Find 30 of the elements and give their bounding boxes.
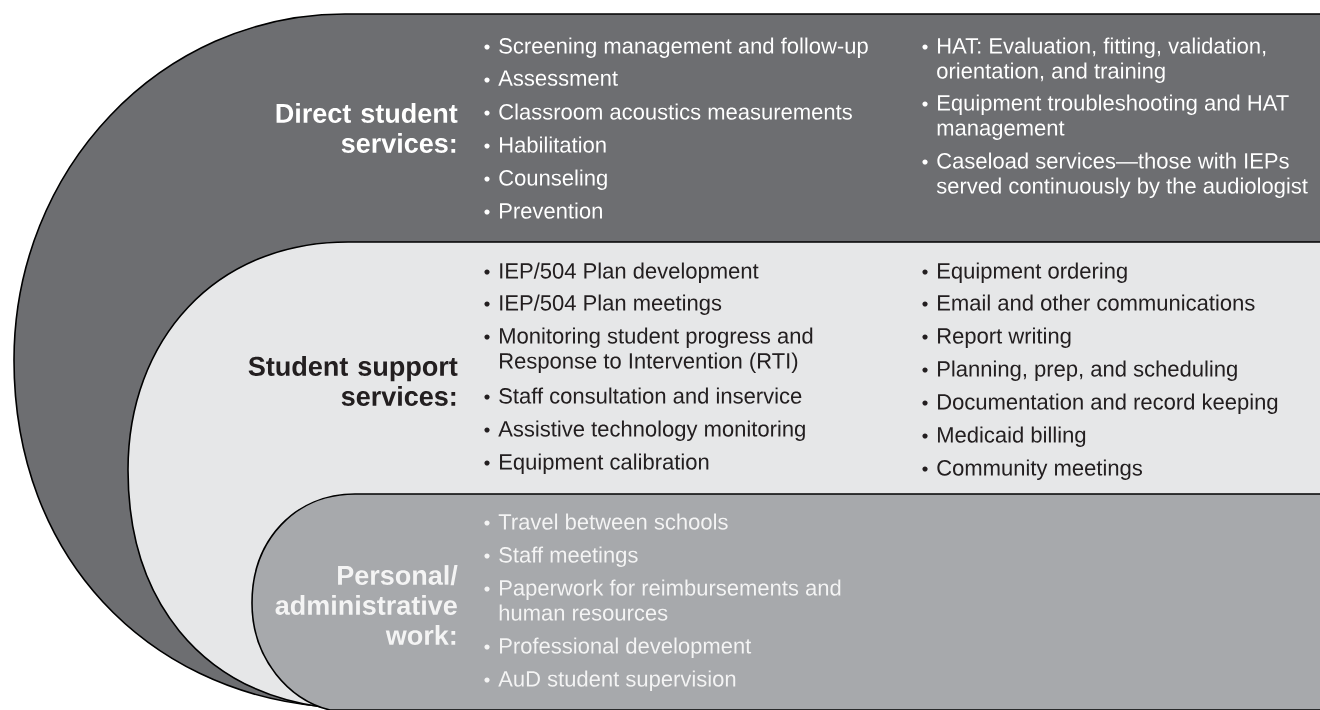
list-item: Staff consultation and inservice — [499, 387, 802, 404]
list-item: Equipment calibration — [500, 453, 709, 474]
heading: Student support services: — [248, 356, 458, 406]
heading: Personal/ administrative work: — [275, 565, 458, 645]
list-item: Travel between schools — [498, 513, 728, 530]
list-item: IEP/504 Plan meetings — [500, 294, 722, 315]
list-item: Report writing — [938, 327, 1071, 348]
list-item: Documentation and record keeping — [938, 393, 1278, 414]
list-item: Planning, prep, and scheduling — [938, 360, 1237, 381]
list-item: Caseload services—those with IEPs served continuously by the audiologist — [936, 152, 1308, 198]
list-item: Monitoring student progress and Response to Intervention (RTI) — [500, 327, 813, 373]
list-item: AuD student supervision — [498, 670, 736, 691]
list-item: Assistive technology monitoring — [498, 420, 805, 441]
list-item: Equipment troubleshooting and HAT management — [937, 94, 1289, 140]
list-item: Equipment ordering — [938, 262, 1127, 283]
list-item: Community meetings — [937, 459, 1142, 480]
list-item: Assessment — [498, 70, 618, 86]
list-item: IEP/504 Plan development — [500, 262, 759, 283]
list-item: Habilitation — [500, 136, 606, 153]
list-item: Staff meetings — [499, 546, 638, 567]
list-item: Screening management and follow-up — [499, 37, 868, 58]
list-item: Professional development — [500, 637, 752, 658]
list-item: Prevention — [500, 202, 602, 219]
heading: Direct student services: — [276, 103, 458, 153]
list-item: Email and other communications — [938, 294, 1255, 311]
list-item: Medicaid billing — [938, 426, 1086, 447]
list-item: HAT: Evaluation, fitting, validation, orientation, and training — [937, 37, 1266, 83]
list-item: Classroom acoustics measurements — [499, 103, 852, 120]
list-item: Counseling — [499, 169, 607, 190]
list-item: Paperwork for reimbursements and human resources — [499, 579, 841, 621]
